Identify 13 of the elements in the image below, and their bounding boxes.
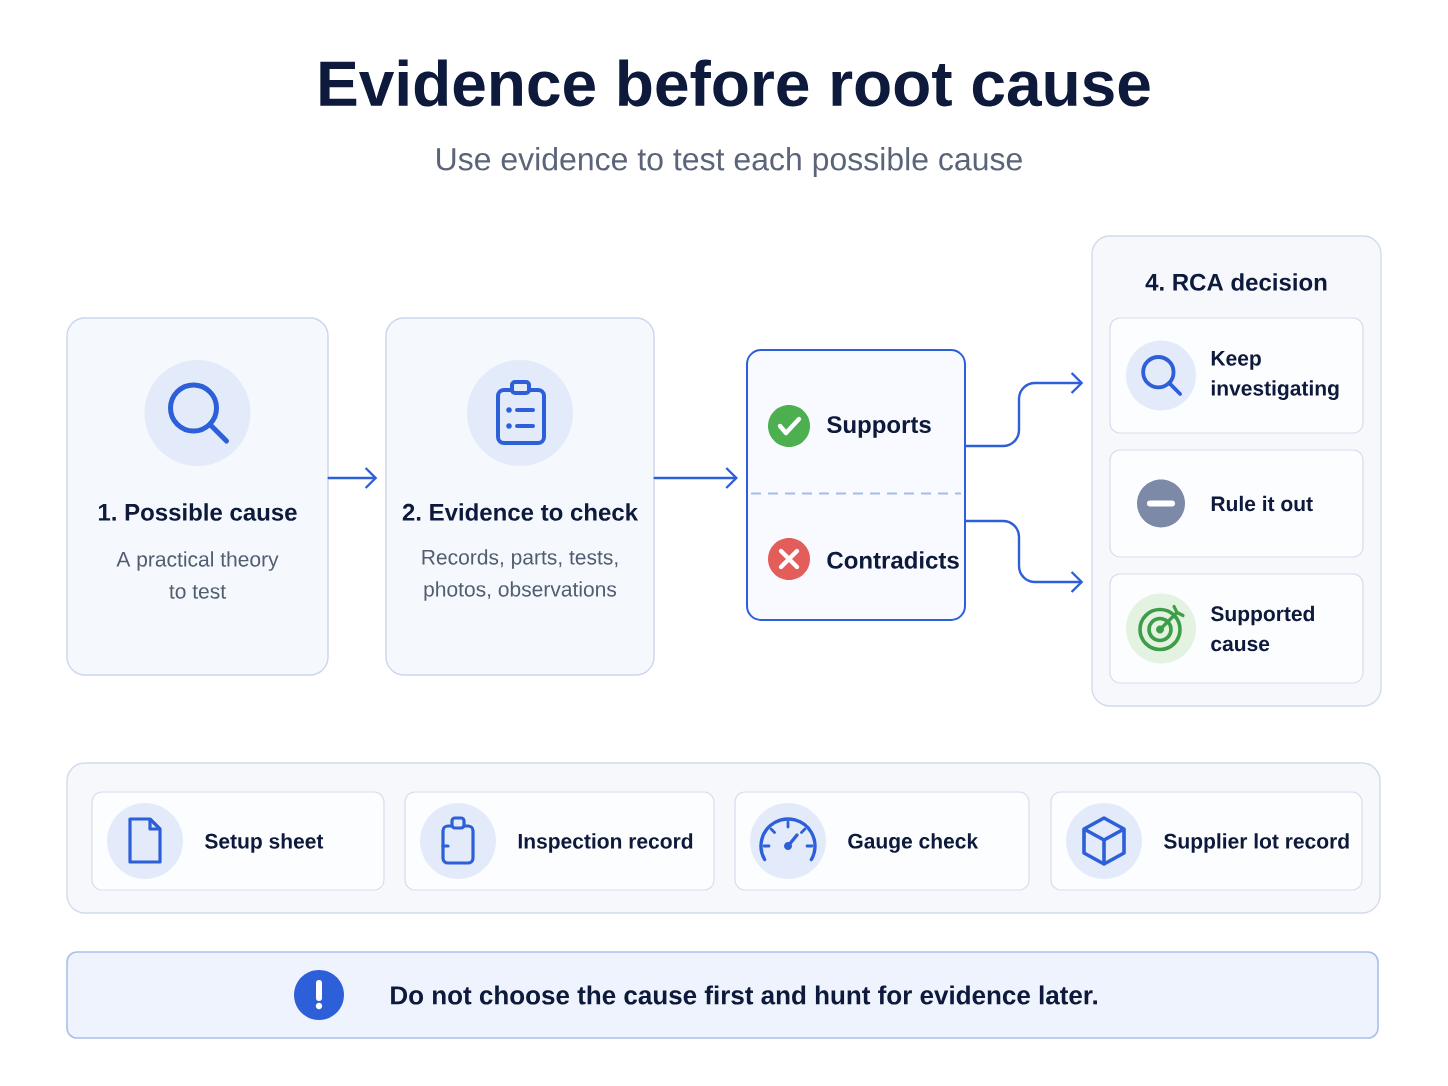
title: Evidence before root cause — [320, 59, 1150, 107]
note-banner: Do not choose the cause first and hunt for evidence later. — [66, 951, 1379, 1039]
arrow — [964, 519, 1084, 593]
arrow — [964, 372, 1084, 448]
result-box: Supports Contradicts — [746, 349, 966, 621]
node-label: Contradicts — [827, 551, 959, 569]
step-card: 2. Evidence to check Records, parts, tests, photos, observations — [385, 317, 655, 676]
outcome-box: Rule it out — [1109, 449, 1364, 558]
node-label: Supports — [827, 416, 931, 438]
arrow — [653, 467, 738, 489]
arrow — [327, 467, 378, 489]
step-card: 1. Possible cause A practical theory to test — [66, 317, 329, 676]
subtitle: Use evidence to test each possible cause — [437, 147, 1022, 177]
